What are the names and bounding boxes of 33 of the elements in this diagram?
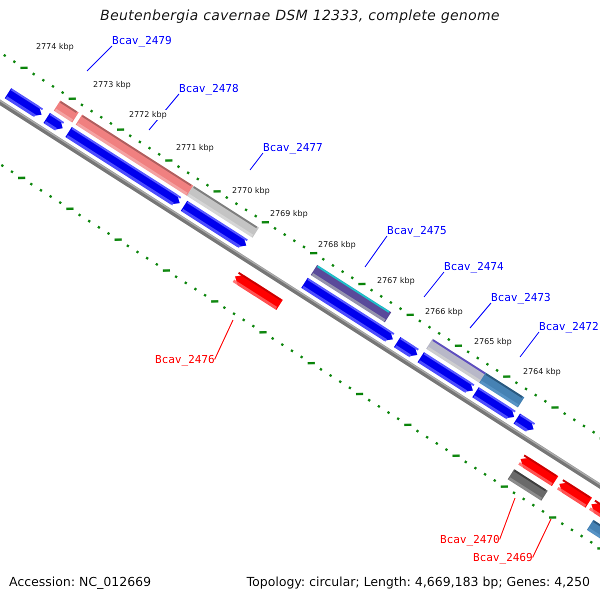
leader-line	[470, 302, 492, 328]
gene-label: Bcav_2473	[491, 291, 551, 304]
position-label: 2774 kbp	[36, 42, 74, 52]
position-label: 2770 kbp	[232, 186, 270, 196]
gene-label: Bcav_2472	[539, 320, 599, 333]
gene-label: Bcav_2470	[440, 533, 500, 546]
leader-line	[86, 46, 112, 72]
leader-line	[532, 518, 552, 558]
position-label: 2766 kbp	[425, 307, 463, 317]
leader-line	[214, 320, 234, 360]
position-label: 2771 kbp	[176, 143, 214, 153]
leader-line	[499, 498, 516, 540]
footer-text: Topology: circular; Length: 4,669,183 bp; Genes: 4,250	[246, 574, 590, 589]
gene-label: Bcav_2477	[263, 141, 323, 154]
position-label: 2765 kbp	[474, 337, 512, 347]
gene-label: Bcav_2476	[155, 353, 215, 366]
gene-label: Bcav_2479	[112, 34, 172, 47]
diagram-title: Beutenbergia cavernae DSM 12333, complete genome	[100, 8, 500, 24]
position-label: 2768 kbp	[318, 240, 356, 250]
position-label: 2772 kbp	[129, 110, 167, 120]
gene-label: Bcav_2475	[387, 224, 447, 237]
position-label: 2769 kbp	[270, 209, 308, 219]
position-label: 2764 kbp	[523, 367, 561, 377]
gene-label: Bcav_2474	[444, 260, 504, 273]
leader-line	[520, 332, 540, 358]
gene-label: Bcav_2478	[179, 82, 239, 95]
position-label: 2767 kbp	[377, 276, 415, 286]
leader-line	[250, 152, 264, 170]
footer-text: Accession: NC_012669	[9, 574, 152, 589]
leader-line	[424, 272, 444, 298]
leader-line	[364, 236, 388, 268]
position-label: 2773 kbp	[93, 80, 131, 90]
gene-label: Bcav_2469	[473, 551, 533, 564]
